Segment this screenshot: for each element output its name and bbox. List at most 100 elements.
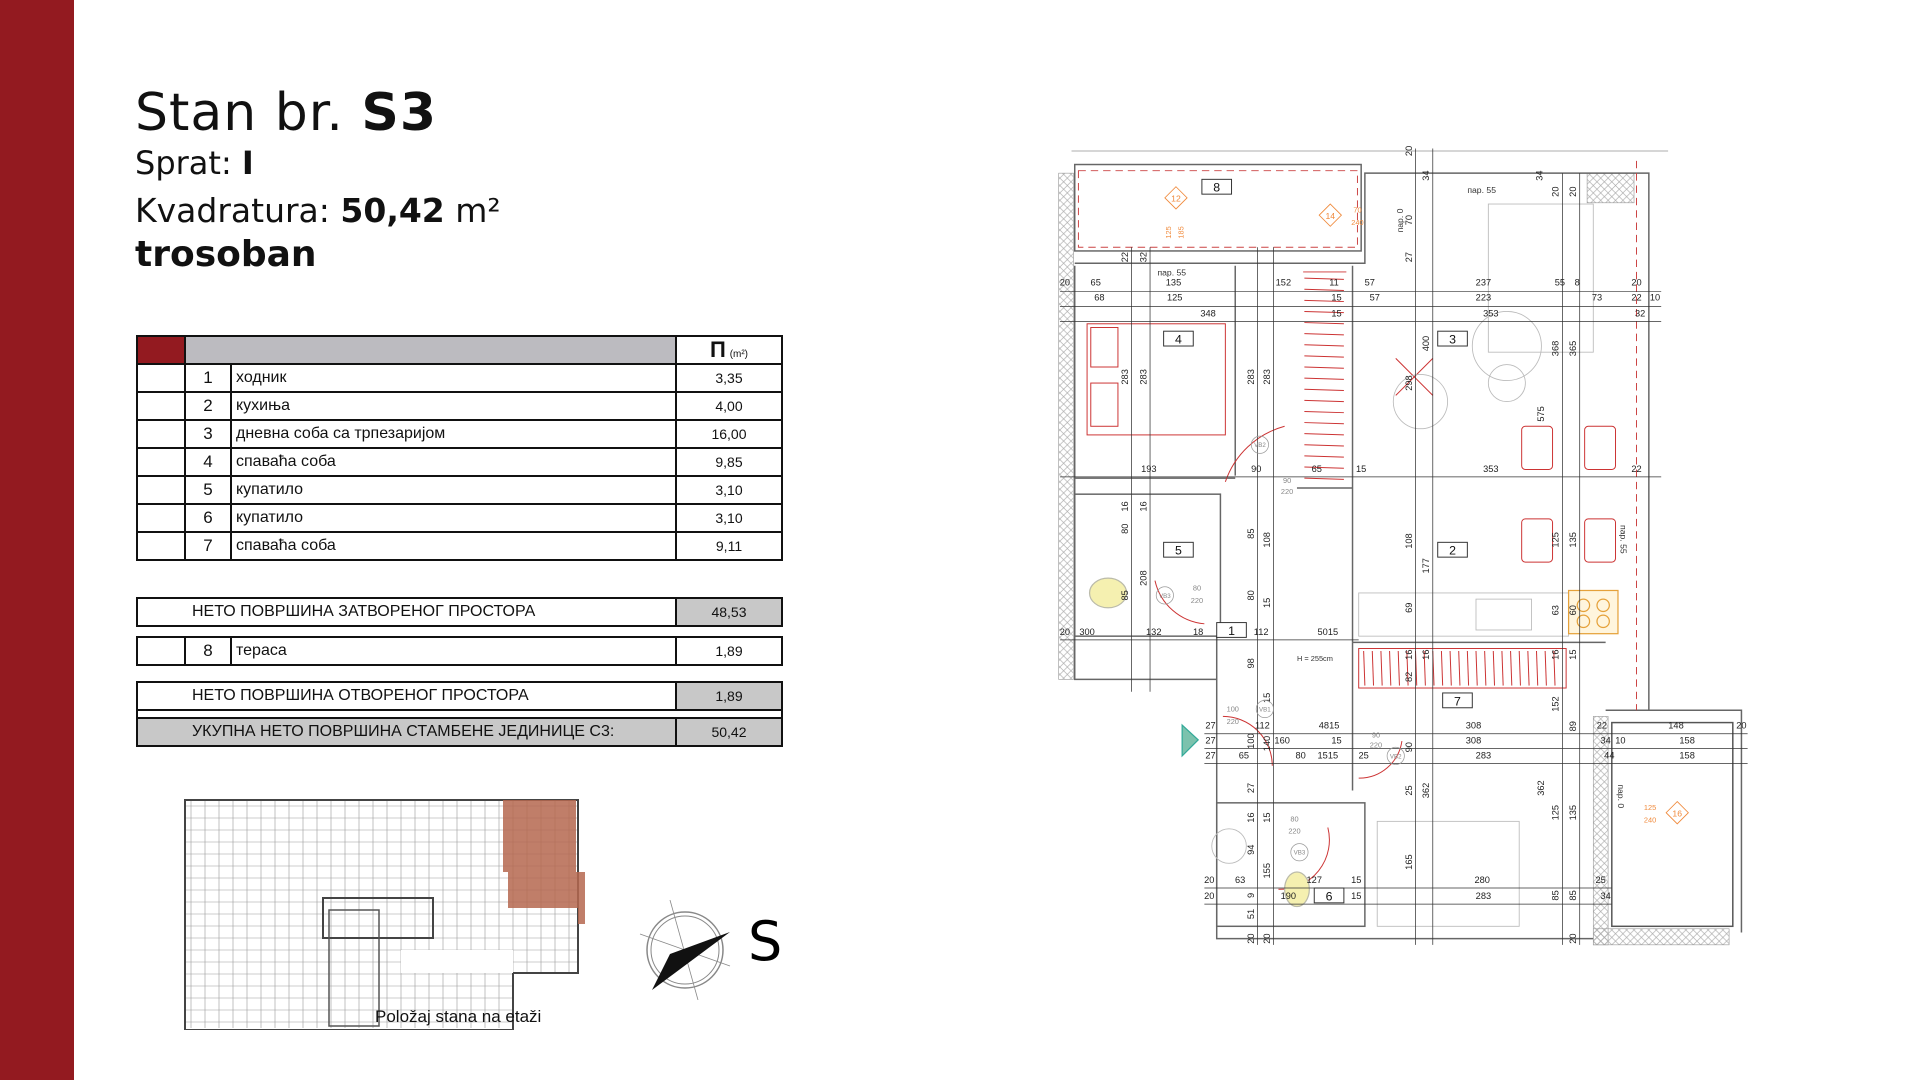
room-number: 3 [184,419,232,449]
dimension-label: 165 [1404,854,1414,869]
sanitary-fixtures [1088,577,1619,908]
door-id: VB2 [1254,442,1266,449]
dimension-label: 69 [1404,603,1414,613]
wardrobe-line [1440,650,1444,686]
dimension-label: 22 [1631,464,1641,474]
dimension-label: 112 [1254,627,1269,637]
dimension-label: 15 [1331,308,1341,318]
wardrobe-line [1492,650,1496,686]
room-number: 1 [1228,624,1235,638]
dimension-label: 15 [1262,813,1272,823]
dimension-label: 80 [1120,524,1130,534]
dimension-label: 108 [1404,533,1414,548]
room-number: 2 [1449,544,1456,558]
dimension-label: 94 [1246,845,1256,855]
wardrobe-line [1527,650,1530,686]
room-label-box [1163,330,1194,347]
wardrobe-line [1304,355,1344,358]
dimension-label: 1515 [1318,750,1339,760]
room-number: 7 [1454,694,1461,708]
dimension-label: 135 [1568,532,1578,547]
blank-cell [136,531,186,561]
room-label-box [1442,692,1473,709]
door-height: 220 [1281,487,1293,496]
dimension-label: 34 [1421,170,1431,180]
room-number: 5 [184,475,232,505]
dimension-label: 20 [1736,721,1746,731]
grand-total-label: УКУПНА НЕТО ПОВРШИНА СТАМБЕНЕ ЈЕДИНИЦЕ С… [136,717,677,747]
dimension-label: 125 [1551,532,1561,547]
dimension-label: 177 [1421,558,1431,573]
terrace-area: 1,89 [675,636,783,666]
room-name: ходник [230,363,677,393]
wardrobe-line [1304,344,1344,347]
blank-cell [136,636,186,666]
room-label: 3 [1437,330,1468,347]
door-tag: VB1 100 220 [1227,699,1274,726]
room-area: 4,00 [675,391,783,421]
dimension-label: 27 [1205,721,1215,731]
window-diamond-icon [1665,800,1689,825]
door-id: VB1 [1259,706,1271,713]
open-total-value: 1,89 [675,681,783,711]
dimension-label: 73 [1592,292,1602,302]
dimension-label: 8 [1575,278,1580,288]
dimension-label: 20 [1060,278,1070,288]
dimension-label: 90 [1404,742,1414,752]
dimension-label: 125 [1551,805,1561,820]
dimension-label: 18 [1193,627,1203,637]
floor-value: I [241,144,254,182]
blank-cell [136,363,186,393]
wardrobe-line [1466,650,1470,686]
door-height: 220 [1227,717,1239,726]
dimension-label: 16 [1138,501,1148,511]
window-id: 16 [1672,808,1682,818]
dimension-label: 100 [1246,733,1256,748]
dimension-label: 160 [1274,736,1289,746]
dimension-label: 32 [1138,252,1148,262]
room-label-box [1437,541,1468,558]
dimension-label: 20 [1404,146,1414,156]
header-area-unit: П (m²) [675,335,783,365]
dimension-label: 16 [1246,813,1256,823]
door-height: 220 [1191,596,1203,605]
wardrobe-line [1304,455,1344,458]
room-label-box [1216,622,1247,638]
dimension-label: 22 [1631,292,1641,302]
dimension-label: 80 [1246,590,1256,600]
dimension-label: 135 [1166,278,1181,288]
dimension-label: 63 [1235,875,1245,885]
room-label: 2 [1437,541,1468,558]
door-tag-circle-icon [1250,435,1269,454]
dimension-label: 20 [1246,934,1256,944]
open-total-label: НЕТО ПОВРШИНА ОТВОРЕНОГ ПРОСТОРА [136,681,677,711]
wardrobe-line [1553,650,1556,686]
closed-total-value: 48,53 [675,597,783,627]
blank-cell [136,475,186,505]
room-number: 6 [1326,889,1333,903]
dimension-label: 4815 [1319,721,1340,731]
closed-total-label: НЕТО ПОВРШИНА ЗАТВОРЕНОГ ПРОСТОРА [136,597,677,627]
dimension-label: 283 [1120,369,1130,384]
door-width: 100 [1227,704,1239,713]
sill-note: пар. 55 [1467,185,1496,195]
dimension-label: 237 [1476,278,1491,288]
wardrobe-line [1304,277,1344,280]
wardrobe-line [1304,322,1344,325]
dimension-label: 108 [1262,532,1272,547]
dimension-label: 158 [1679,736,1694,746]
dimension-label: 148 [1668,721,1683,731]
room-number: 1 [184,363,232,393]
dimension-label: 155 [1262,863,1272,878]
area-symbol: П [709,337,726,362]
dimension-label: 57 [1370,292,1380,302]
